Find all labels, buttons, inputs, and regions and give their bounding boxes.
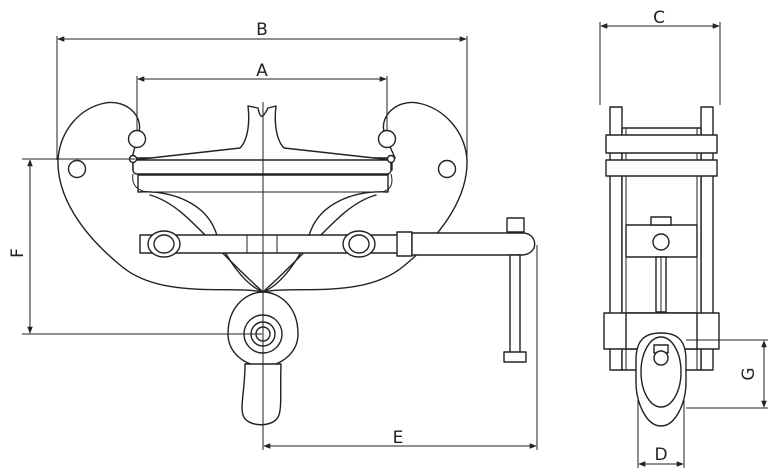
- side-spindle-hole: [652, 233, 670, 251]
- side-dimensions: C G D: [599, 8, 768, 468]
- right-pin-hole: [437, 159, 457, 179]
- label-c: C: [653, 8, 665, 28]
- handle-block: [396, 231, 413, 257]
- crank-handle: [411, 232, 536, 256]
- front-dimensions: B A F E: [8, 20, 538, 450]
- label-b: B: [256, 20, 268, 40]
- label-e: E: [393, 428, 404, 448]
- side-view: [603, 106, 720, 427]
- left-pin-hole: [67, 159, 87, 179]
- top-left-hole: [127, 129, 147, 149]
- label-d: D: [654, 445, 667, 465]
- label-f: F: [8, 248, 28, 258]
- handle-grip-rod: [509, 254, 521, 354]
- jaw-bar: [132, 159, 392, 175]
- label-g: G: [739, 367, 759, 380]
- top-right-hole: [377, 129, 397, 149]
- clamp-tail: [241, 363, 282, 426]
- front-view: [57, 101, 536, 450]
- label-a: A: [256, 61, 268, 81]
